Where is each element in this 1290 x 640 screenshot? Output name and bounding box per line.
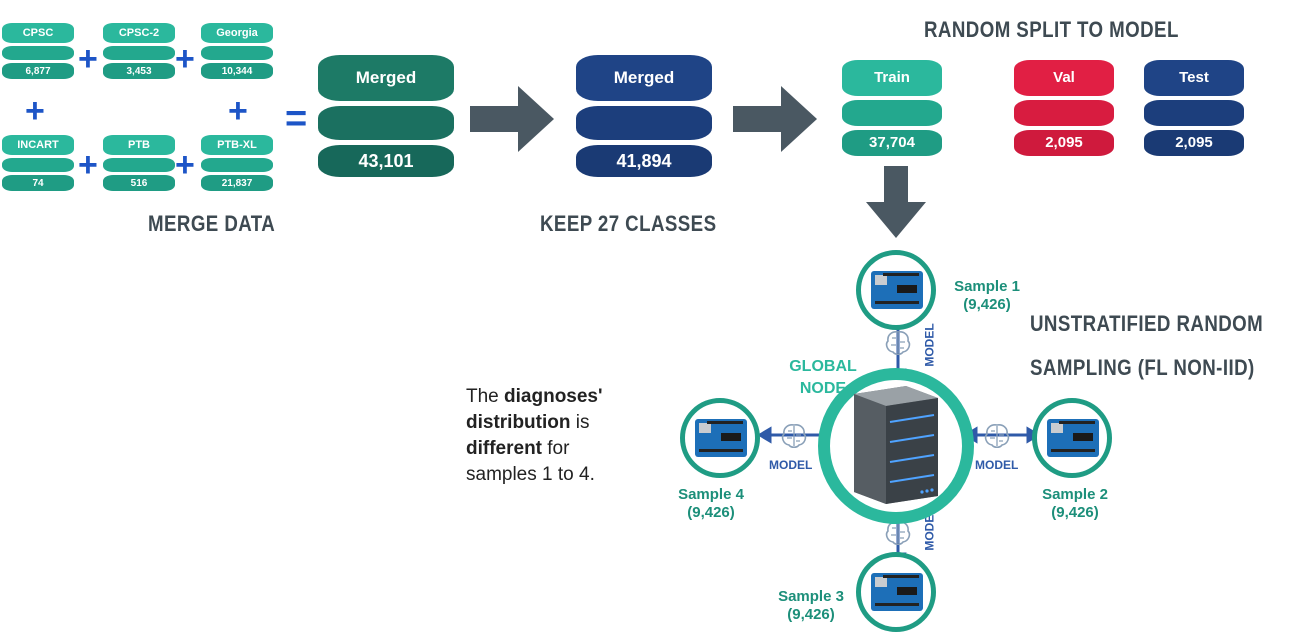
plus-sign: + (25, 92, 45, 130)
test-label: Test (1179, 69, 1209, 86)
plus-sign: + (78, 146, 98, 184)
sample-3-label: Sample 3 (9,426) (768, 588, 854, 624)
plus-sign: + (228, 92, 248, 130)
source-db-label: CPSC-2 (118, 27, 160, 39)
sample-2-label: Sample 2 (9,426) (1032, 486, 1118, 522)
sample-4-count: (9,426) (687, 504, 735, 521)
global-node-label: GLOBAL NODE (778, 356, 868, 400)
note-bold: different (466, 438, 542, 459)
model-label-left: MODEL (769, 458, 813, 472)
keep-classes-heading: KEEP 27 CLASSES (540, 211, 717, 236)
source-db-ptb: PTB 516 (103, 135, 175, 191)
diagnoses-note: The diagnoses' distribution is different… (466, 384, 666, 488)
source-db-count: 3,453 (126, 66, 152, 77)
sample-4-label: Sample 4 (9,426) (668, 486, 754, 522)
train-count: 37,704 (869, 134, 915, 151)
model-label-right: MODEL (975, 458, 1019, 472)
sample-4-board (680, 398, 760, 478)
sample-4-name: Sample 4 (678, 486, 744, 503)
sample-2-count: (9,426) (1051, 504, 1099, 521)
source-db-label: INCART (17, 139, 59, 151)
source-db-label: PTB-XL (217, 139, 257, 151)
note-text: is (570, 412, 590, 433)
source-db-georgia: Georgia 10,344 (201, 23, 273, 79)
source-db-incart: INCART 74 (2, 135, 74, 191)
source-db-ptb-xl: PTB-XL 21,837 (201, 135, 273, 191)
merged-kept-label: Merged (613, 68, 675, 87)
source-db-label: CPSC (22, 27, 54, 39)
brain-icon (885, 521, 911, 546)
source-db-count: 74 (32, 178, 44, 189)
sample-1-count: (9,426) (963, 296, 1011, 313)
random-split-heading: RANDOM SPLIT TO MODEL (924, 17, 1179, 42)
merged-all-db: Merged 43,101 (318, 55, 454, 177)
source-db-count: 6,877 (25, 66, 51, 77)
brain-icon (781, 424, 807, 449)
source-db-cpsc-2: CPSC-2 3,453 (103, 23, 175, 79)
right-arrow-icon (470, 86, 554, 152)
plus-sign: + (78, 40, 98, 78)
train-label: Train (874, 69, 910, 86)
sample-2-name: Sample 2 (1042, 486, 1108, 503)
model-label-top: MODEL (922, 323, 937, 367)
sample-2-board (1032, 398, 1112, 478)
note-text: samples 1 to 4. (466, 464, 595, 485)
equals-sign: = (285, 98, 308, 140)
plus-sign: + (175, 146, 195, 184)
server-icon (854, 386, 938, 504)
brain-icon (885, 331, 911, 356)
sample-3-name: Sample 3 (778, 588, 844, 605)
merge-data-heading: MERGE DATA (148, 211, 276, 236)
note-bold: diagnoses' (504, 386, 603, 407)
val-count: 2,095 (1045, 134, 1083, 151)
source-db-count: 21,837 (221, 178, 253, 189)
source-db-label: PTB (128, 139, 150, 151)
note-text: for (542, 438, 570, 459)
brain-icon (984, 424, 1010, 449)
global-node-line1: GLOBAL (789, 358, 857, 375)
test-db: Test 2,095 (1144, 60, 1244, 156)
global-node-line2: NODE (799, 380, 847, 397)
sample-1-board (856, 250, 936, 330)
merged-kept-count: 41,894 (616, 151, 672, 171)
source-db-count: 10,344 (221, 66, 253, 77)
merged-all-count: 43,101 (358, 151, 414, 171)
right-arrow-icon (733, 86, 817, 152)
plus-sign: + (175, 40, 195, 78)
source-db-label: Georgia (216, 27, 258, 39)
sampling-heading-line1: UNSTRATIFIED RANDOM (1030, 311, 1264, 336)
sample-1-label: Sample 1 (9,426) (944, 278, 1030, 314)
down-arrow-icon (866, 166, 926, 238)
source-db-count: 516 (130, 178, 148, 189)
sample-3-count: (9,426) (787, 606, 835, 623)
val-label: Val (1053, 69, 1075, 86)
val-db: Val 2,095 (1014, 60, 1114, 156)
train-db: Train 37,704 (842, 60, 942, 156)
sample-1-name: Sample 1 (954, 278, 1020, 295)
note-text: The (466, 386, 505, 407)
source-db-cpsc: CPSC 6,877 (2, 23, 74, 79)
sampling-heading-line2: SAMPLING (FL NON-IID) (1030, 355, 1255, 380)
sample-3-board (856, 552, 936, 632)
test-count: 2,095 (1175, 134, 1213, 151)
merged-kept-db: Merged 41,894 (576, 55, 712, 177)
merged-all-label: Merged (355, 68, 417, 87)
note-bold: distribution (466, 412, 571, 433)
